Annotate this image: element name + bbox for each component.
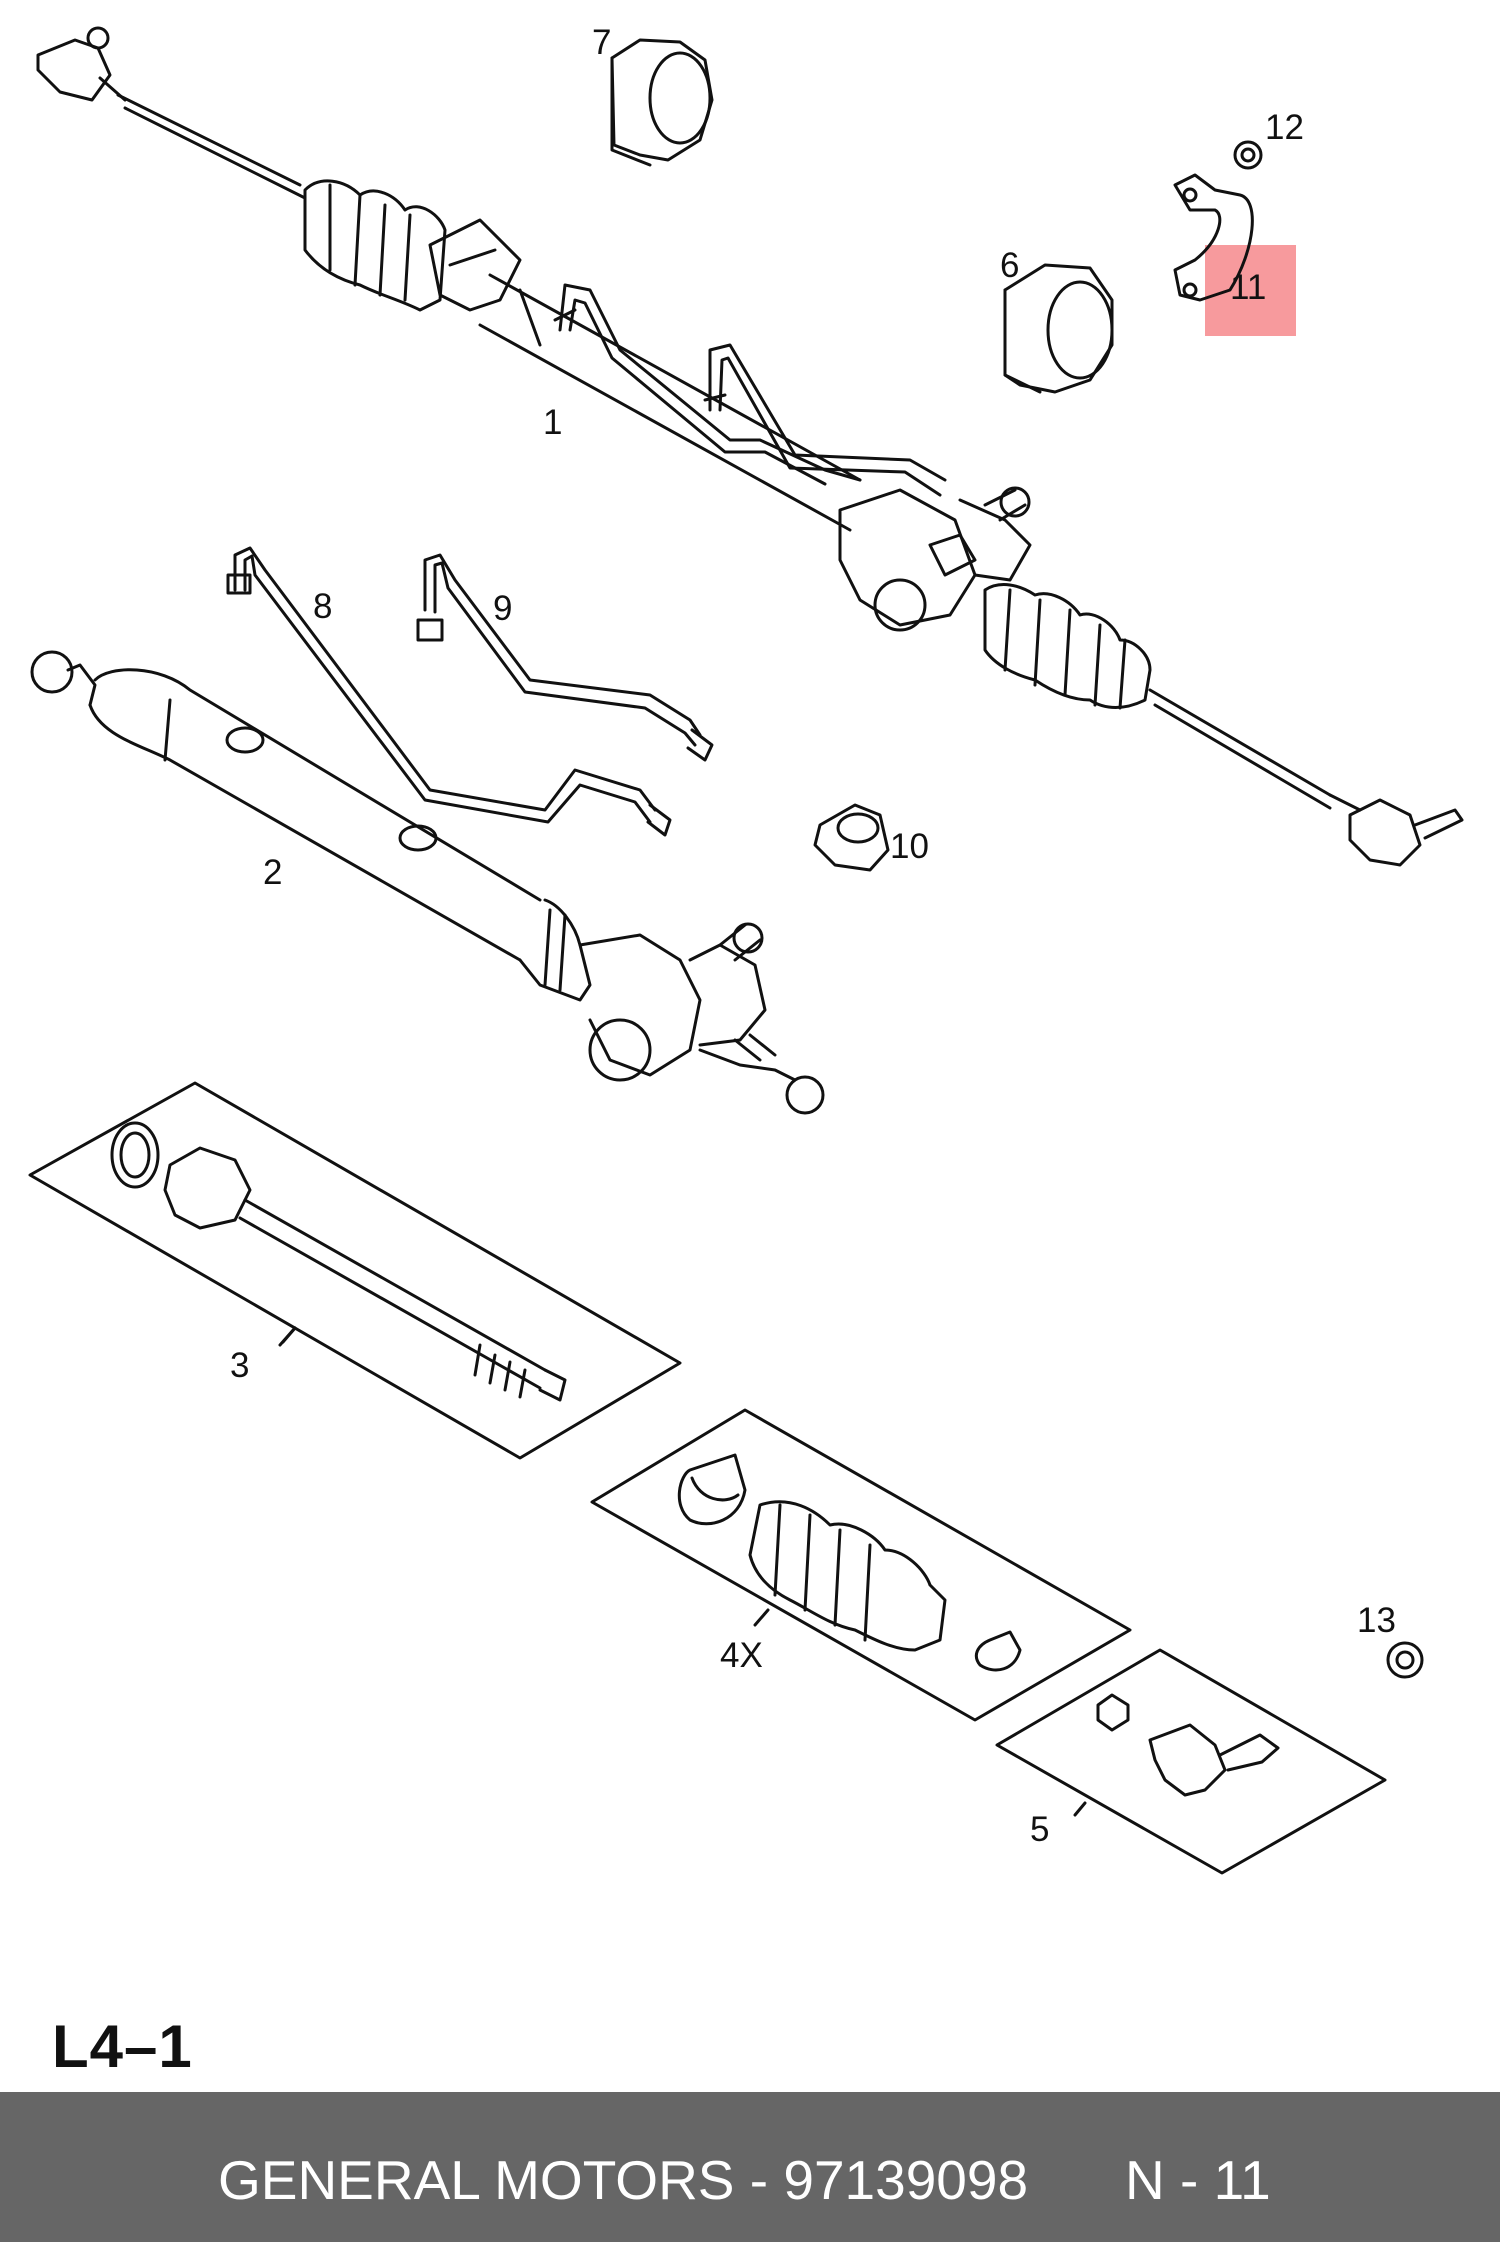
part-11-clamp [1173,173,1254,302]
part-6-bushing [1003,263,1114,394]
callout-2: 2 [263,853,283,892]
part-1-steering-rack [36,26,1464,867]
part-7-bushing [610,38,714,167]
callout-10: 10 [890,827,929,866]
footer-position: N - 11 [1125,2149,1271,2211]
part-4-boot-kit [590,1408,1132,1722]
part-12-nut [1233,140,1263,170]
callout-5: 5 [1030,1810,1050,1849]
callout-4x: 4X [720,1636,763,1675]
part-10-bushing [813,803,890,872]
part-8-pipe [226,546,672,837]
page-code: L4–1 [52,2013,193,2080]
callout-3: 3 [230,1346,250,1385]
part-5-tie-rod-end-kit [995,1648,1387,1875]
footer-brand-part: GENERAL MOTORS - 97139098 [218,2149,1029,2211]
highlight-part-11 [1205,245,1296,336]
callout-9: 9 [493,589,513,628]
callout-6: 6 [1000,246,1020,285]
callout-8: 8 [313,587,333,626]
callout-12: 12 [1265,108,1304,147]
part-3-inner-tie-rod-kit [28,1081,682,1460]
footer-bar [0,2092,1500,2242]
callout-1: 1 [543,403,563,442]
part-13-nut [1386,1641,1424,1679]
part-9-pipe [416,553,714,762]
callout-11: 11 [1230,268,1267,307]
part-2-rack-housing [30,650,825,1115]
callout-7: 7 [592,23,612,62]
callout-13: 13 [1357,1601,1396,1640]
